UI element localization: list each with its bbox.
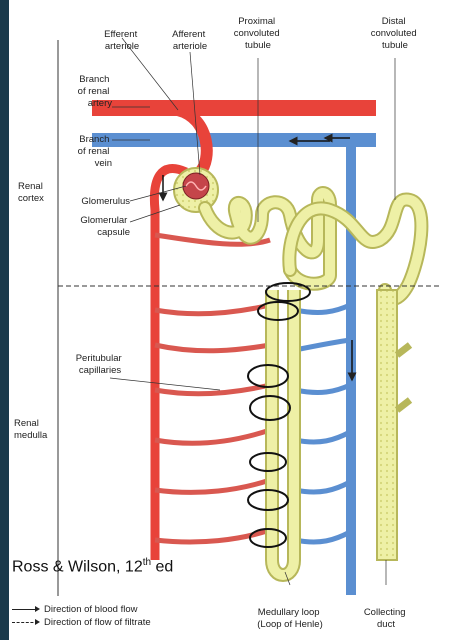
label-branch-renal-artery: Branch of renal artery — [78, 74, 113, 109]
peritubular-loop-7 — [155, 530, 270, 542]
venous-capillary-5 — [295, 532, 350, 542]
collecting-duct-shape — [377, 290, 397, 560]
label-renal-cortex: Renal cortex — [18, 181, 45, 204]
label-efferent-arteriole: Efferent arteriole — [104, 29, 140, 52]
peritubular-loop-6 — [155, 480, 270, 492]
dashed-arrow-right-icon — [12, 622, 38, 623]
venous-capillary-1 — [295, 305, 350, 312]
label-branch-renal-vein: Branch of renal vein — [78, 134, 112, 169]
label-distal-tubule: Distal convoluted tubule — [371, 16, 420, 51]
arrow-right-icon — [12, 609, 38, 610]
legend-filtrate-flow: Direction of flow of filtrate — [12, 616, 151, 629]
peritubular-loop-5 — [155, 430, 270, 443]
peritubular-loop-2 — [155, 305, 270, 314]
label-afferent-arteriole: Afferent arteriole — [172, 29, 208, 52]
label-glomerular-capsule: Glomerular capsule — [80, 215, 130, 238]
leader-peritubular — [110, 378, 220, 390]
label-glomerulus: Glomerulus — [81, 196, 130, 207]
collecting-duct-branches — [397, 345, 410, 410]
legend-filtrate-flow-label: Direction of flow of filtrate — [44, 617, 151, 628]
renal-artery-branch — [92, 100, 376, 116]
citation: Ross & Wilson, 12th ed — [12, 557, 173, 576]
peritubular-loop-3 — [155, 345, 270, 351]
citation-tail: ed — [151, 558, 173, 575]
legend-blood-flow-label: Direction of blood flow — [44, 604, 137, 615]
venous-capillary-3 — [295, 432, 350, 442]
venous-capillary-4 — [295, 482, 350, 492]
efferent-arteriole — [154, 168, 186, 560]
citation-text: Ross & Wilson, 12 — [12, 558, 143, 575]
label-collecting-duct: Collecting duct — [364, 607, 408, 630]
label-renal-medulla: Renal medulla — [14, 418, 48, 441]
legend: Direction of blood flow Direction of flo… — [12, 603, 151, 629]
label-peritubular-capillaries: Peritubular capillaries — [76, 353, 125, 376]
label-medullary-loop: Medullary loop (Loop of Henle) — [257, 607, 322, 630]
venous-capillary-2 — [295, 385, 350, 392]
citation-superscript: th — [143, 557, 151, 568]
venous-capillary-6 — [295, 340, 350, 350]
label-proximal-tubule: Proximal convoluted tubule — [234, 16, 283, 51]
legend-blood-flow: Direction of blood flow — [12, 603, 151, 616]
